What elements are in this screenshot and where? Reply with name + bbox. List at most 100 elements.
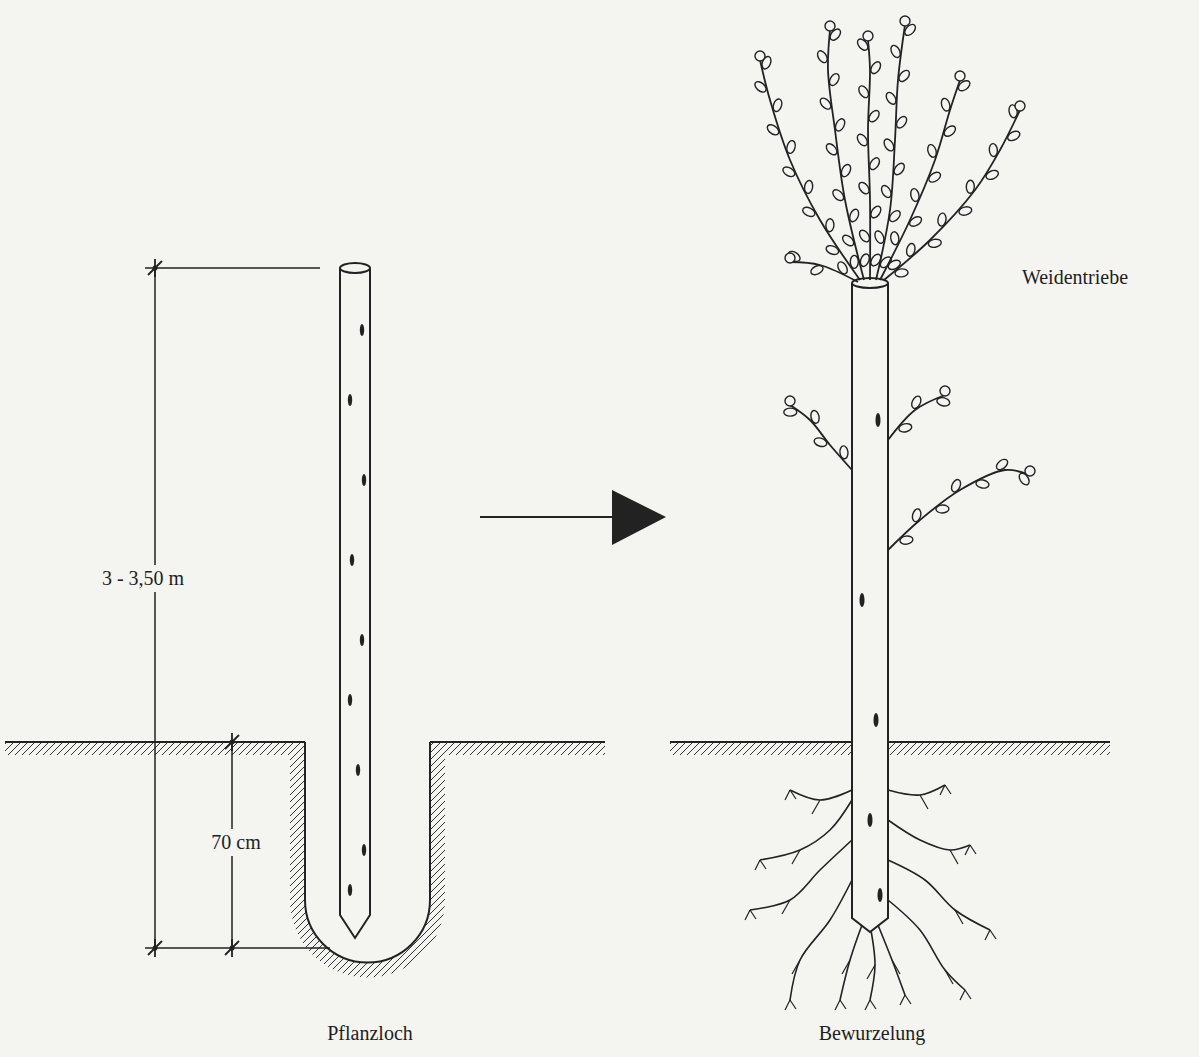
leaf [897,68,912,83]
willow-shoot [888,470,1030,550]
root [878,925,905,995]
leaf [910,188,920,202]
leaf-tip [755,51,765,61]
leaf [928,238,942,248]
dimension-tick [225,939,239,957]
leaf [889,44,902,59]
part-label: Weidentriebe [1018,264,1132,291]
rootlet [920,785,951,809]
dimension-dot [230,946,235,951]
process-arrow [480,516,615,518]
leaf [828,72,842,87]
leaf [825,244,840,256]
leaf [839,163,852,178]
leaf [831,188,846,203]
willow-stake [852,283,888,932]
bud-mark [350,554,354,566]
leaf [867,109,881,124]
leaf [899,535,913,545]
leaf [927,170,942,184]
stake-top [340,263,370,273]
rootlet [785,790,820,814]
root [790,790,852,800]
leaf [985,169,1000,182]
leaf [753,80,768,95]
bud-mark [878,888,883,902]
rootlet [755,850,800,870]
leaf [950,478,963,493]
ground-hatching [5,742,290,755]
bud-mark [348,694,352,706]
leaf [857,228,871,243]
bud-mark [356,764,360,776]
dimension-dot [153,266,158,271]
leaf [869,204,883,219]
leaf [890,231,900,245]
willow-shoot [790,405,852,470]
bud-mark [348,394,352,406]
leaf [839,445,848,459]
bud-mark [860,593,865,607]
leaf [940,97,951,112]
leaf [850,255,858,268]
leaf [942,124,957,138]
bud-mark [348,884,352,896]
leaf [888,209,903,224]
willow-shoot [790,262,858,282]
dimension-tick [148,259,162,277]
ground-hatching [670,742,1110,755]
leaf [989,143,998,157]
root [760,800,852,860]
root [888,860,990,930]
leaf-tip [900,16,910,26]
bud-mark [360,324,364,336]
root [888,820,970,850]
leaf [801,205,816,218]
leaf [937,213,947,227]
dimension-label: 70 cm [207,829,264,856]
leaf [834,117,847,132]
leaf [781,165,796,179]
bud-mark [874,713,879,727]
leaf [818,96,833,111]
bud-mark [362,474,366,486]
leaf-tip [785,253,795,263]
leaf [859,253,871,268]
leaf [841,233,856,248]
leaf [855,132,869,147]
leaf [884,91,898,106]
root [888,900,965,990]
willow-stake [340,268,370,938]
rootlet [945,970,971,1000]
willow-shoot [760,60,860,280]
leaf [966,180,974,193]
rootlet [835,960,850,1010]
bud-mark [876,413,881,427]
leaf [816,49,830,64]
root [790,880,852,1000]
leaf [1006,129,1021,142]
rootlet [865,965,876,1010]
leaf [857,84,871,99]
ground-hatching [445,742,605,755]
leaf [836,260,849,275]
rootlet [785,960,800,1010]
leaf [895,268,909,277]
leaf [958,205,973,216]
leaf [905,243,916,258]
leaf [857,181,871,196]
leaf [910,395,923,410]
rootlet [892,960,911,1005]
leaf [936,396,950,407]
dimension-dot [230,740,235,745]
dimension-tick [148,939,162,957]
leaf [813,436,828,448]
leaf [892,161,906,176]
bud-mark [362,844,366,856]
leaf-tip [1015,101,1025,111]
leaf-tip [955,71,965,81]
bud-mark [360,634,364,646]
arrow-head [612,490,666,545]
leaf [809,264,824,277]
